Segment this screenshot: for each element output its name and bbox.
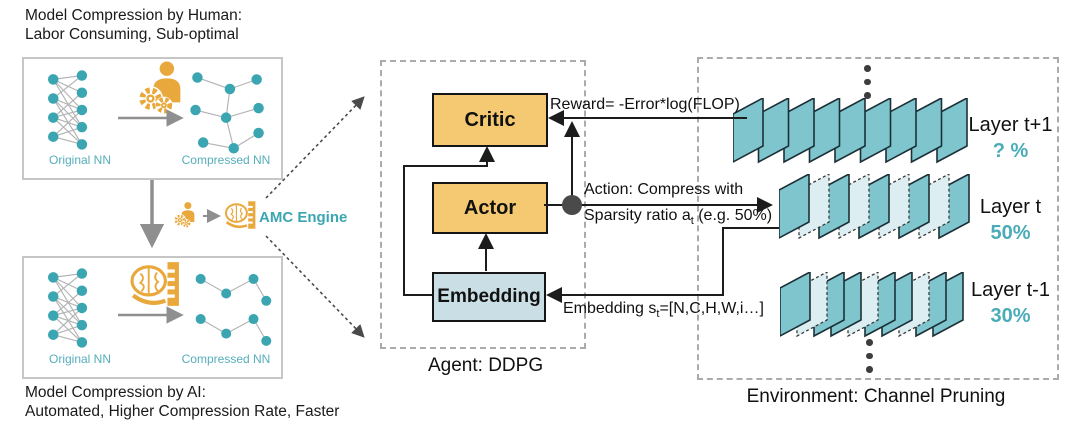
ellipsis-dots-bottom (866, 339, 873, 373)
nn-node (47, 272, 59, 283)
layer-t-plus-1-stack (733, 98, 968, 164)
nn-node (190, 104, 201, 116)
nn-node (221, 288, 232, 299)
actor-box: Actor (432, 182, 548, 234)
critic-box: Critic (432, 93, 548, 147)
action-line2-pre: Sparsity ratio a (584, 207, 691, 224)
amc-brain-small-icon (224, 199, 257, 231)
nn-node (261, 335, 272, 346)
nn-node (76, 302, 88, 314)
nn-node (251, 74, 262, 85)
nn-node (197, 137, 209, 148)
nn-node (76, 285, 88, 297)
human-title-line1: Model Compression by Human: (25, 7, 243, 24)
layer-t-ratio: 50% (990, 222, 1031, 244)
nn-node (47, 93, 59, 104)
nn-node (47, 131, 59, 142)
nn-node (47, 310, 59, 321)
nn-node (221, 328, 232, 339)
channel-plane (779, 174, 810, 239)
original-nn-graphic (47, 70, 88, 150)
nn-node (76, 139, 88, 150)
layer-t-plus-1-ratio: ? % (992, 140, 1029, 162)
layer-t-minus-1-ratio: 30% (990, 305, 1031, 327)
amc-engine-label: AMC Engine (259, 209, 348, 226)
channel-plane (733, 98, 764, 163)
nn-node (248, 314, 259, 325)
layer-t-minus-1-stack (780, 272, 964, 338)
original-nn-label-2: Original NN (48, 352, 111, 366)
actor-label: Actor (463, 196, 517, 219)
state-label: Embedding st=[N,C,H,W,i…] (563, 300, 764, 320)
nn-node (253, 127, 264, 139)
action-line2-sub: t (690, 215, 694, 228)
nn-node (220, 112, 232, 123)
nn-node (228, 143, 239, 154)
compressed-nn-label: Compressed NN (181, 153, 271, 167)
nn-node (253, 102, 264, 114)
human-compression-title: Model Compression by Human: Labor Consum… (25, 6, 242, 44)
nn-node (76, 104, 88, 116)
action-label-line1: Action: Compress with (584, 181, 744, 198)
layer-t-plus-1-name: Layer t+1 (968, 114, 1053, 136)
action-line2-post: (e.g. 50%) (693, 207, 773, 224)
original-nn-graphic-2 (47, 268, 88, 348)
nn-node (261, 295, 272, 306)
nn-node (195, 273, 206, 284)
environment-dashed-box (697, 57, 1059, 380)
nn-node (76, 70, 88, 81)
agent-caption: Agent: DDPG (428, 355, 544, 376)
nn-node (224, 83, 236, 95)
embedding-box: Embedding (432, 272, 546, 322)
ellipsis-dots-top (864, 65, 871, 99)
layer-t-stack (779, 174, 970, 240)
nn-node (195, 314, 206, 325)
nn-node (192, 72, 203, 83)
human-gears-small-icon (172, 200, 196, 229)
nn-node (76, 319, 88, 331)
original-nn-label: Original NN (48, 153, 111, 167)
state-label-pre: Embedding s (563, 300, 657, 317)
compressed-nn-label-2: Compressed NN (181, 352, 271, 366)
nn-node (47, 112, 59, 123)
nn-node (47, 329, 59, 340)
embedding-label: Embedding (437, 286, 541, 307)
nn-node (47, 74, 59, 85)
critic-label: Critic (464, 108, 516, 131)
action-label-line2: Sparsity ratio at (e.g. 50%) (584, 207, 772, 227)
ai-title-line1: Model Compression by AI: (25, 384, 206, 401)
state-label-post: =[N,C,H,W,i…] (659, 300, 764, 317)
layer-t-name: Layer t (979, 196, 1042, 218)
nn-node (76, 268, 88, 279)
amc-brain-icon (128, 259, 184, 309)
human-title-line2: Labor Consuming, Sub-optimal (25, 26, 239, 43)
channel-plane (780, 272, 811, 337)
reward-label: Reward= -Error*log(FLOP) (550, 96, 740, 113)
environment-caption: Environment: Channel Pruning (746, 386, 1006, 407)
nn-node (76, 121, 88, 133)
state-label-sub: t (656, 308, 660, 321)
compressed-nn-graphic (190, 72, 264, 154)
nn-node (76, 87, 88, 99)
ai-title-line2: Automated, Higher Compression Rate, Fast… (25, 403, 340, 420)
layer-t-minus-1-name: Layer t-1 (971, 279, 1050, 301)
nn-node (76, 337, 88, 348)
ai-compression-title: Model Compression by AI: Automated, High… (25, 383, 339, 421)
nn-node (248, 273, 259, 284)
nn-node (47, 291, 59, 302)
compressed-nn-graphic-2 (195, 273, 272, 346)
